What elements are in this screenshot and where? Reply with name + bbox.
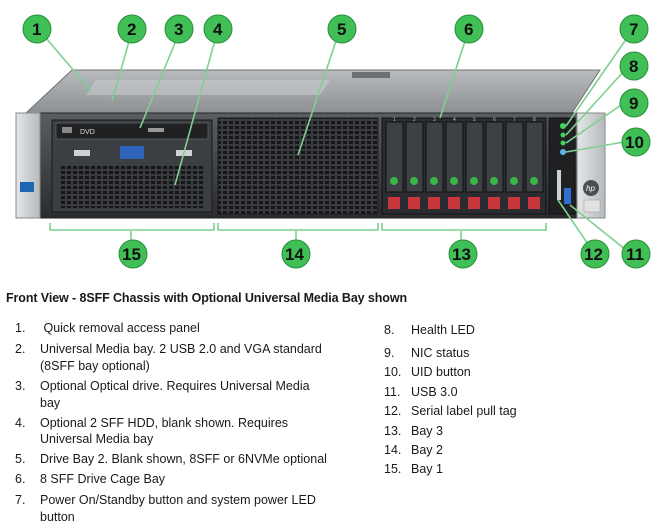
- callout-15: 15: [118, 239, 148, 269]
- legend-number: 12.: [384, 404, 402, 418]
- legend-text: Optional Optical drive. Requires Univers…: [40, 379, 310, 393]
- legend-text: Optional 2 SFF HDD, blank shown. Require…: [40, 416, 289, 430]
- legend-number: 4.: [15, 416, 26, 430]
- callout-14: 14: [281, 239, 311, 269]
- intel-badge: [20, 182, 34, 192]
- svg-text:5: 5: [337, 20, 346, 39]
- legend-number: 1.: [15, 321, 26, 335]
- drive-label: 5: [473, 117, 476, 123]
- callout-4: 4: [203, 14, 233, 44]
- svg-text:11: 11: [626, 245, 644, 264]
- legend-number: 8.: [384, 323, 395, 337]
- legend-number: 2.: [15, 342, 26, 356]
- legend-text: Quick removal access panel: [40, 321, 200, 335]
- legend-text: bay: [40, 396, 61, 410]
- legend-text: (8SFF bay optional): [40, 359, 150, 373]
- usb-3-port[interactable]: [564, 188, 571, 204]
- legend-text: Universal Media bay: [40, 432, 154, 446]
- drive-release-buttons[interactable]: [390, 177, 538, 185]
- vga-port[interactable]: [120, 146, 144, 159]
- drive-label: 1: [393, 117, 396, 123]
- legend-text: Health LED: [411, 323, 475, 337]
- drive-bay-2-blank: [217, 117, 379, 215]
- svg-text:10: 10: [625, 133, 644, 152]
- callout-7: 7: [619, 14, 649, 44]
- legend-text: button: [40, 510, 75, 524]
- bay-brackets: [49, 223, 547, 231]
- health-led: [560, 132, 566, 138]
- legend-number: 7.: [15, 493, 26, 507]
- callout-10: 10: [621, 127, 651, 157]
- callout-2: 2: [117, 14, 147, 44]
- drive-latches[interactable]: [388, 197, 540, 209]
- legend-text: 8 SFF Drive Cage Bay: [40, 472, 166, 486]
- svg-text:DVD: DVD: [80, 129, 95, 136]
- svg-text:13: 13: [452, 245, 471, 264]
- server-front-view-figure: hp DVD: [15, 14, 651, 269]
- front-control-panel: [548, 117, 576, 215]
- callout-13: 13: [448, 239, 478, 269]
- legend-text: Bay 3: [411, 424, 443, 438]
- legend-text: UID button: [411, 365, 471, 379]
- svg-text:9: 9: [629, 94, 638, 113]
- universal-media-bay: DVD: [51, 119, 213, 213]
- svg-text:12: 12: [584, 245, 603, 264]
- drive-label: 2: [413, 117, 416, 123]
- drive-label: 8: [533, 117, 536, 123]
- legend-text: Power On/Standby button and system power…: [40, 493, 316, 507]
- leader-lines: [45, 37, 628, 251]
- serial-label-pull-tag[interactable]: [557, 170, 561, 200]
- nic-status-led: [560, 140, 566, 146]
- legend-number: 11.: [384, 385, 401, 399]
- svg-text:6: 6: [464, 20, 473, 39]
- legend-number: 10.: [384, 365, 402, 379]
- drive-label: 3: [433, 117, 436, 123]
- legend-text: Serial label pull tag: [411, 404, 517, 418]
- legend-number: 14.: [384, 443, 402, 457]
- usb-2-port[interactable]: [74, 150, 90, 156]
- callout-5: 5: [327, 14, 357, 44]
- svg-text:hp: hp: [586, 184, 595, 193]
- uid-button[interactable]: [560, 149, 566, 155]
- legend-text: NIC status: [411, 346, 470, 360]
- drive-label: 6: [493, 117, 496, 123]
- legend-text: Drive Bay 2. Blank shown, 8SFF or 6NVMe …: [40, 452, 327, 466]
- callout-8: 8: [619, 51, 649, 81]
- callout-1: 1: [22, 14, 52, 44]
- legend-text: Bay 1: [411, 462, 443, 476]
- callout-11: 11: [621, 239, 651, 269]
- hp-logo: [583, 180, 599, 196]
- sff-drive-cage: 1 2 3 4 5 6 7 8: [381, 117, 547, 215]
- svg-text:1: 1: [32, 20, 41, 39]
- svg-text:15: 15: [122, 245, 141, 264]
- svg-text:8: 8: [629, 57, 638, 76]
- svg-text:4: 4: [213, 20, 223, 39]
- legend-text: Bay 2: [411, 443, 443, 457]
- legend-number: 13.: [384, 424, 402, 438]
- drive-label: 7: [513, 117, 516, 123]
- legend-text: USB 3.0: [411, 385, 458, 399]
- svg-text:14: 14: [285, 245, 304, 264]
- svg-text:7: 7: [629, 20, 638, 39]
- drive-label: 4: [453, 117, 456, 123]
- drive-carriers[interactable]: [385, 121, 544, 193]
- svg-text:3: 3: [174, 20, 183, 39]
- legend-number: 9.: [384, 346, 395, 360]
- optical-drive[interactable]: [55, 122, 209, 140]
- legend-text: Universal Media bay. 2 USB 2.0 and VGA s…: [40, 342, 322, 356]
- legend-number: 3.: [15, 379, 26, 393]
- legend-number: 6.: [15, 472, 26, 486]
- callout-3: 3: [164, 14, 194, 44]
- figure-caption: Front View - 8SFF Chassis with Optional …: [6, 291, 407, 305]
- callout-9: 9: [619, 88, 649, 118]
- legend-number: 15.: [384, 462, 402, 476]
- svg-text:2: 2: [127, 20, 136, 39]
- callout-12: 12: [580, 239, 610, 269]
- power-button[interactable]: [560, 123, 566, 129]
- legend-number: 5.: [15, 452, 26, 466]
- sff-hdd-blank: [60, 166, 204, 208]
- callout-6: 6: [454, 14, 484, 44]
